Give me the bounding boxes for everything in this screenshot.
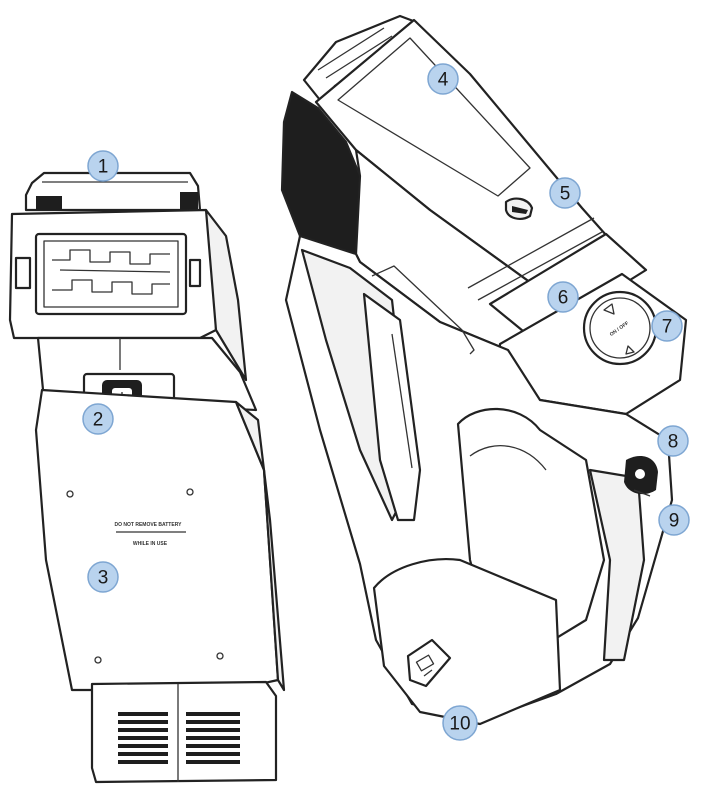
- svg-text:3: 3: [98, 568, 109, 589]
- callout-4: 4: [427, 63, 459, 95]
- svg-text:8: 8: [668, 432, 679, 453]
- battery-warning-line-2: WHILE IN USE: [133, 541, 168, 547]
- svg-text:6: 6: [558, 288, 569, 309]
- callout-8: 8: [657, 425, 689, 457]
- svg-text:5: 5: [560, 184, 571, 205]
- callout-5: 5: [549, 177, 581, 209]
- right-device: ON / OFF: [280, 14, 688, 726]
- callout-9: 9: [658, 504, 690, 536]
- svg-text:4: 4: [438, 70, 449, 91]
- callout-6: 6: [547, 281, 579, 313]
- svg-text:9: 9: [669, 511, 680, 532]
- callout-10: 10: [442, 705, 478, 741]
- battery-warning-line-1: DO NOT REMOVE BATTERY: [115, 522, 183, 528]
- svg-text:1: 1: [98, 157, 109, 178]
- callout-1: 1: [87, 150, 119, 182]
- callout-3: 3: [87, 561, 119, 593]
- svg-text:2: 2: [93, 410, 104, 431]
- left-device: DO NOT REMOVE BATTERY WHILE IN USE: [8, 171, 286, 784]
- callout-7: 7: [651, 310, 683, 342]
- svg-text:10: 10: [449, 714, 470, 735]
- callout-2: 2: [82, 403, 114, 435]
- svg-text:7: 7: [662, 317, 673, 338]
